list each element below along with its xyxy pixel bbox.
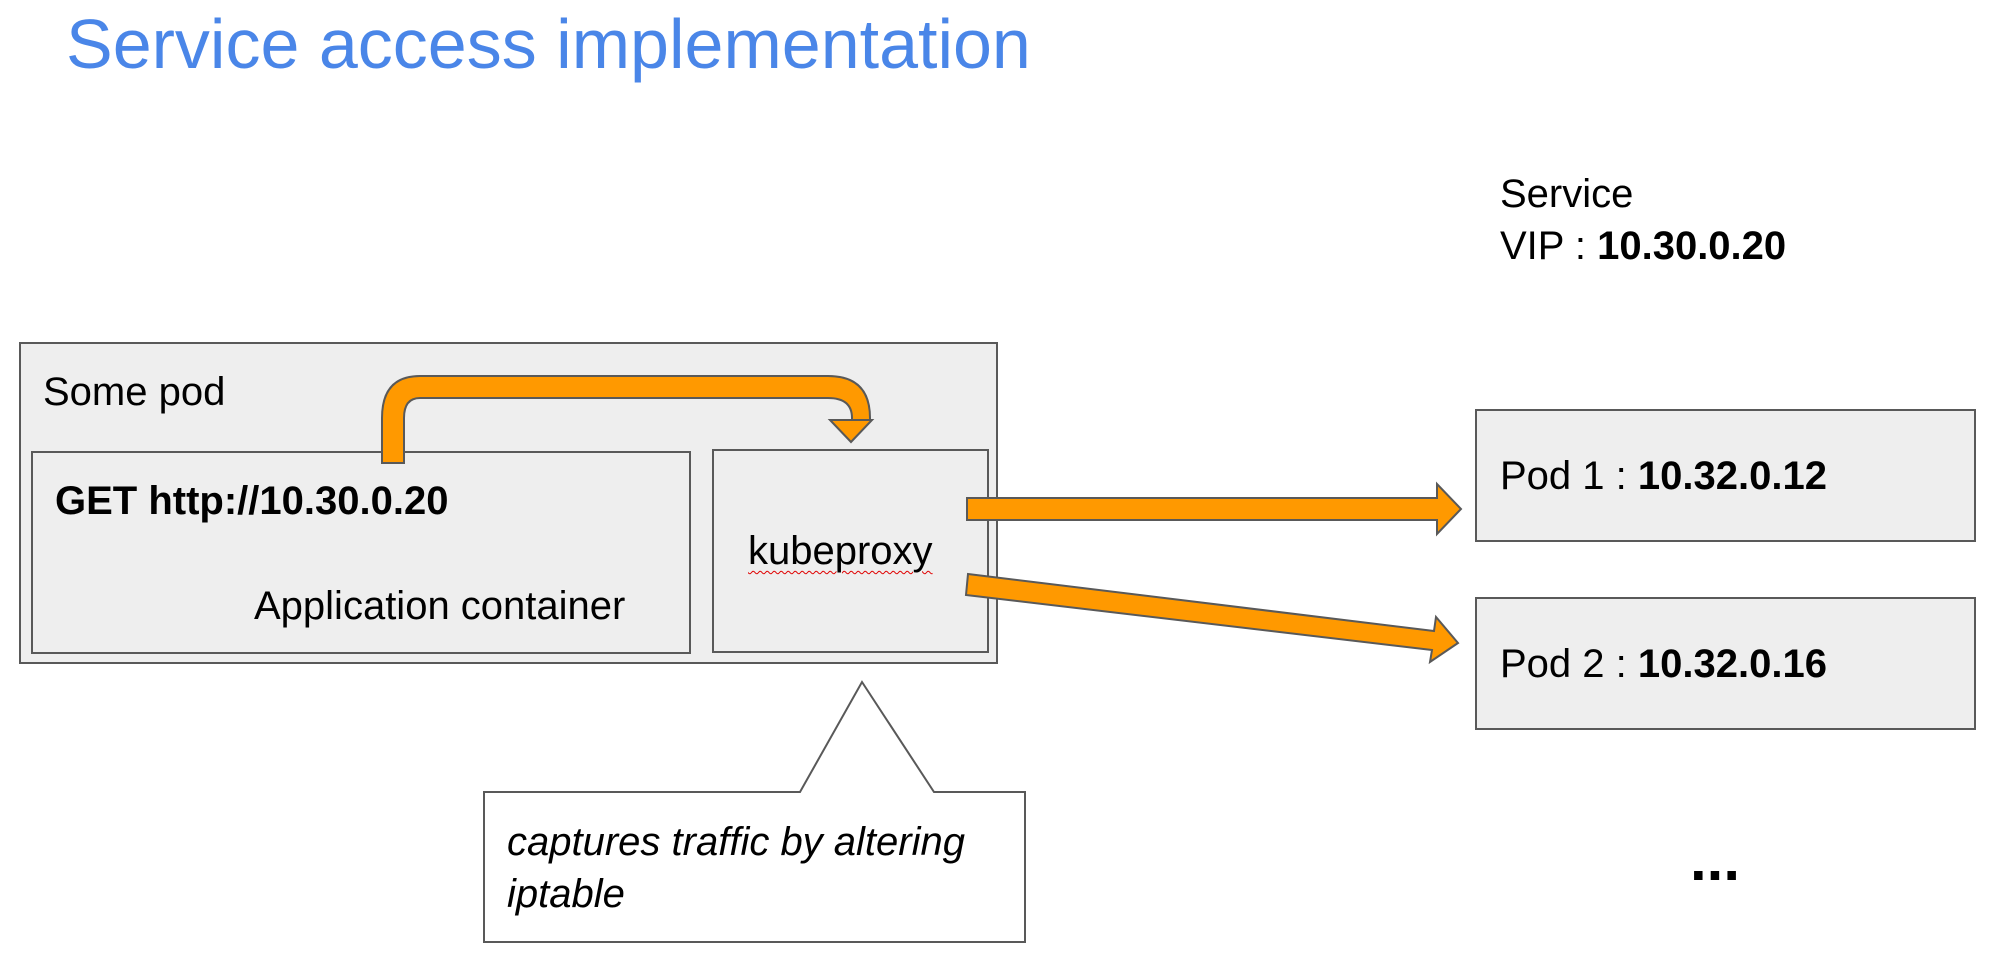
arrow-to-pod-1	[966, 481, 1463, 537]
callout-line-2: iptable	[507, 872, 625, 916]
service-vip-label: VIP :	[1500, 224, 1598, 268]
pod-2-label: Pod 2 :	[1500, 642, 1638, 686]
curved-arrow-to-kubeproxy	[381, 375, 875, 464]
more-ellipsis: ...	[1690, 826, 1741, 893]
kubeproxy-label: kubeproxy	[748, 529, 933, 573]
page-title: Service access implementation	[66, 5, 1031, 83]
callout-shape	[483, 680, 1026, 943]
pod-2-ip: 10.32.0.16	[1637, 642, 1827, 686]
service-vip: VIP : 10.30.0.20	[1500, 222, 1786, 270]
pod-1-text: Pod 1 : 10.32.0.12	[1500, 452, 1827, 500]
pod-1-box	[1475, 409, 1976, 542]
application-container-label: Application container	[254, 584, 626, 628]
pod-1-ip: 10.32.0.12	[1637, 454, 1827, 498]
service-label: Service	[1500, 172, 1634, 216]
service-vip-value: 10.30.0.20	[1597, 224, 1787, 268]
pod-2-box	[1475, 597, 1976, 730]
request-text: GET http://10.30.0.20	[55, 479, 449, 523]
kubeproxy-box	[712, 449, 989, 653]
callout-line-1: captures traffic by altering	[507, 820, 965, 864]
some-pod-label: Some pod	[43, 370, 226, 414]
pod-2-text: Pod 2 : 10.32.0.16	[1500, 640, 1827, 688]
application-container-box	[31, 451, 691, 654]
pod-1-label: Pod 1 :	[1500, 454, 1638, 498]
arrow-to-pod-2	[964, 572, 1460, 665]
